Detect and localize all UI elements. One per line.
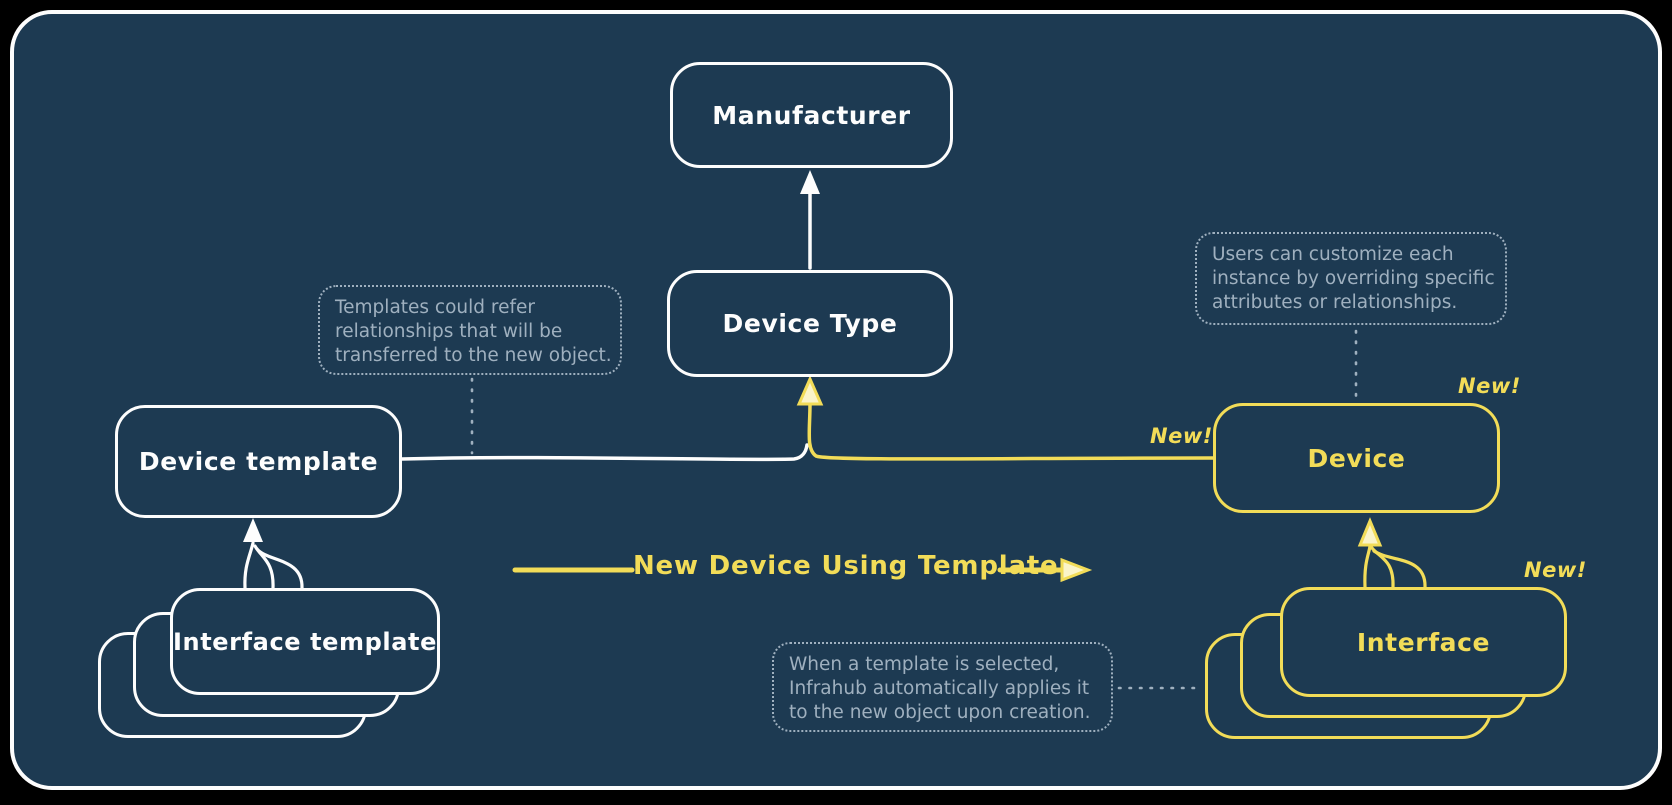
node-device-type: Device Type bbox=[667, 270, 953, 377]
annotation-line: When a template is selected, bbox=[789, 654, 1060, 675]
annotation-line: relationships that will be bbox=[335, 321, 563, 343]
node-device-template-label: Device template bbox=[138, 447, 379, 476]
annotation-line: attributes or relationships. bbox=[1212, 292, 1458, 314]
annotation-line: to the new object upon creation. bbox=[789, 702, 1091, 724]
annotation-customize-note: Users can customize each instance by ove… bbox=[1195, 232, 1507, 325]
node-manufacturer-label: Manufacturer bbox=[712, 100, 911, 130]
new-badge-link: New! bbox=[1150, 424, 1213, 448]
new-badge-device: New! bbox=[1458, 374, 1521, 398]
annotation-apply-note: When a template is selected, Infrahub au… bbox=[772, 642, 1113, 732]
annotation-line: Infrahub automatically applies it bbox=[789, 678, 1090, 700]
node-device-type-label: Device Type bbox=[722, 309, 898, 338]
node-device-label: Device bbox=[1307, 443, 1406, 473]
node-interface-label: Interface bbox=[1356, 627, 1491, 657]
flow-label: New Device Using Template bbox=[633, 551, 1059, 581]
annotation-line: transferred to the new object. bbox=[335, 345, 612, 367]
node-device-template: Device template bbox=[115, 405, 402, 518]
annotation-line: Templates could refer bbox=[335, 297, 535, 318]
new-badge-interface: New! bbox=[1524, 558, 1587, 582]
node-interface-template: Interface template bbox=[170, 588, 440, 695]
node-device: Device bbox=[1213, 403, 1500, 513]
node-interface-template-label: Interface template bbox=[173, 627, 438, 656]
annotation-templates-note: Templates could refer relationships that… bbox=[318, 285, 622, 375]
node-interface: Interface bbox=[1280, 587, 1567, 697]
annotation-line: Users can customize each bbox=[1212, 244, 1454, 265]
annotation-line: instance by overriding specific bbox=[1212, 268, 1495, 290]
node-manufacturer: Manufacturer bbox=[670, 62, 953, 168]
